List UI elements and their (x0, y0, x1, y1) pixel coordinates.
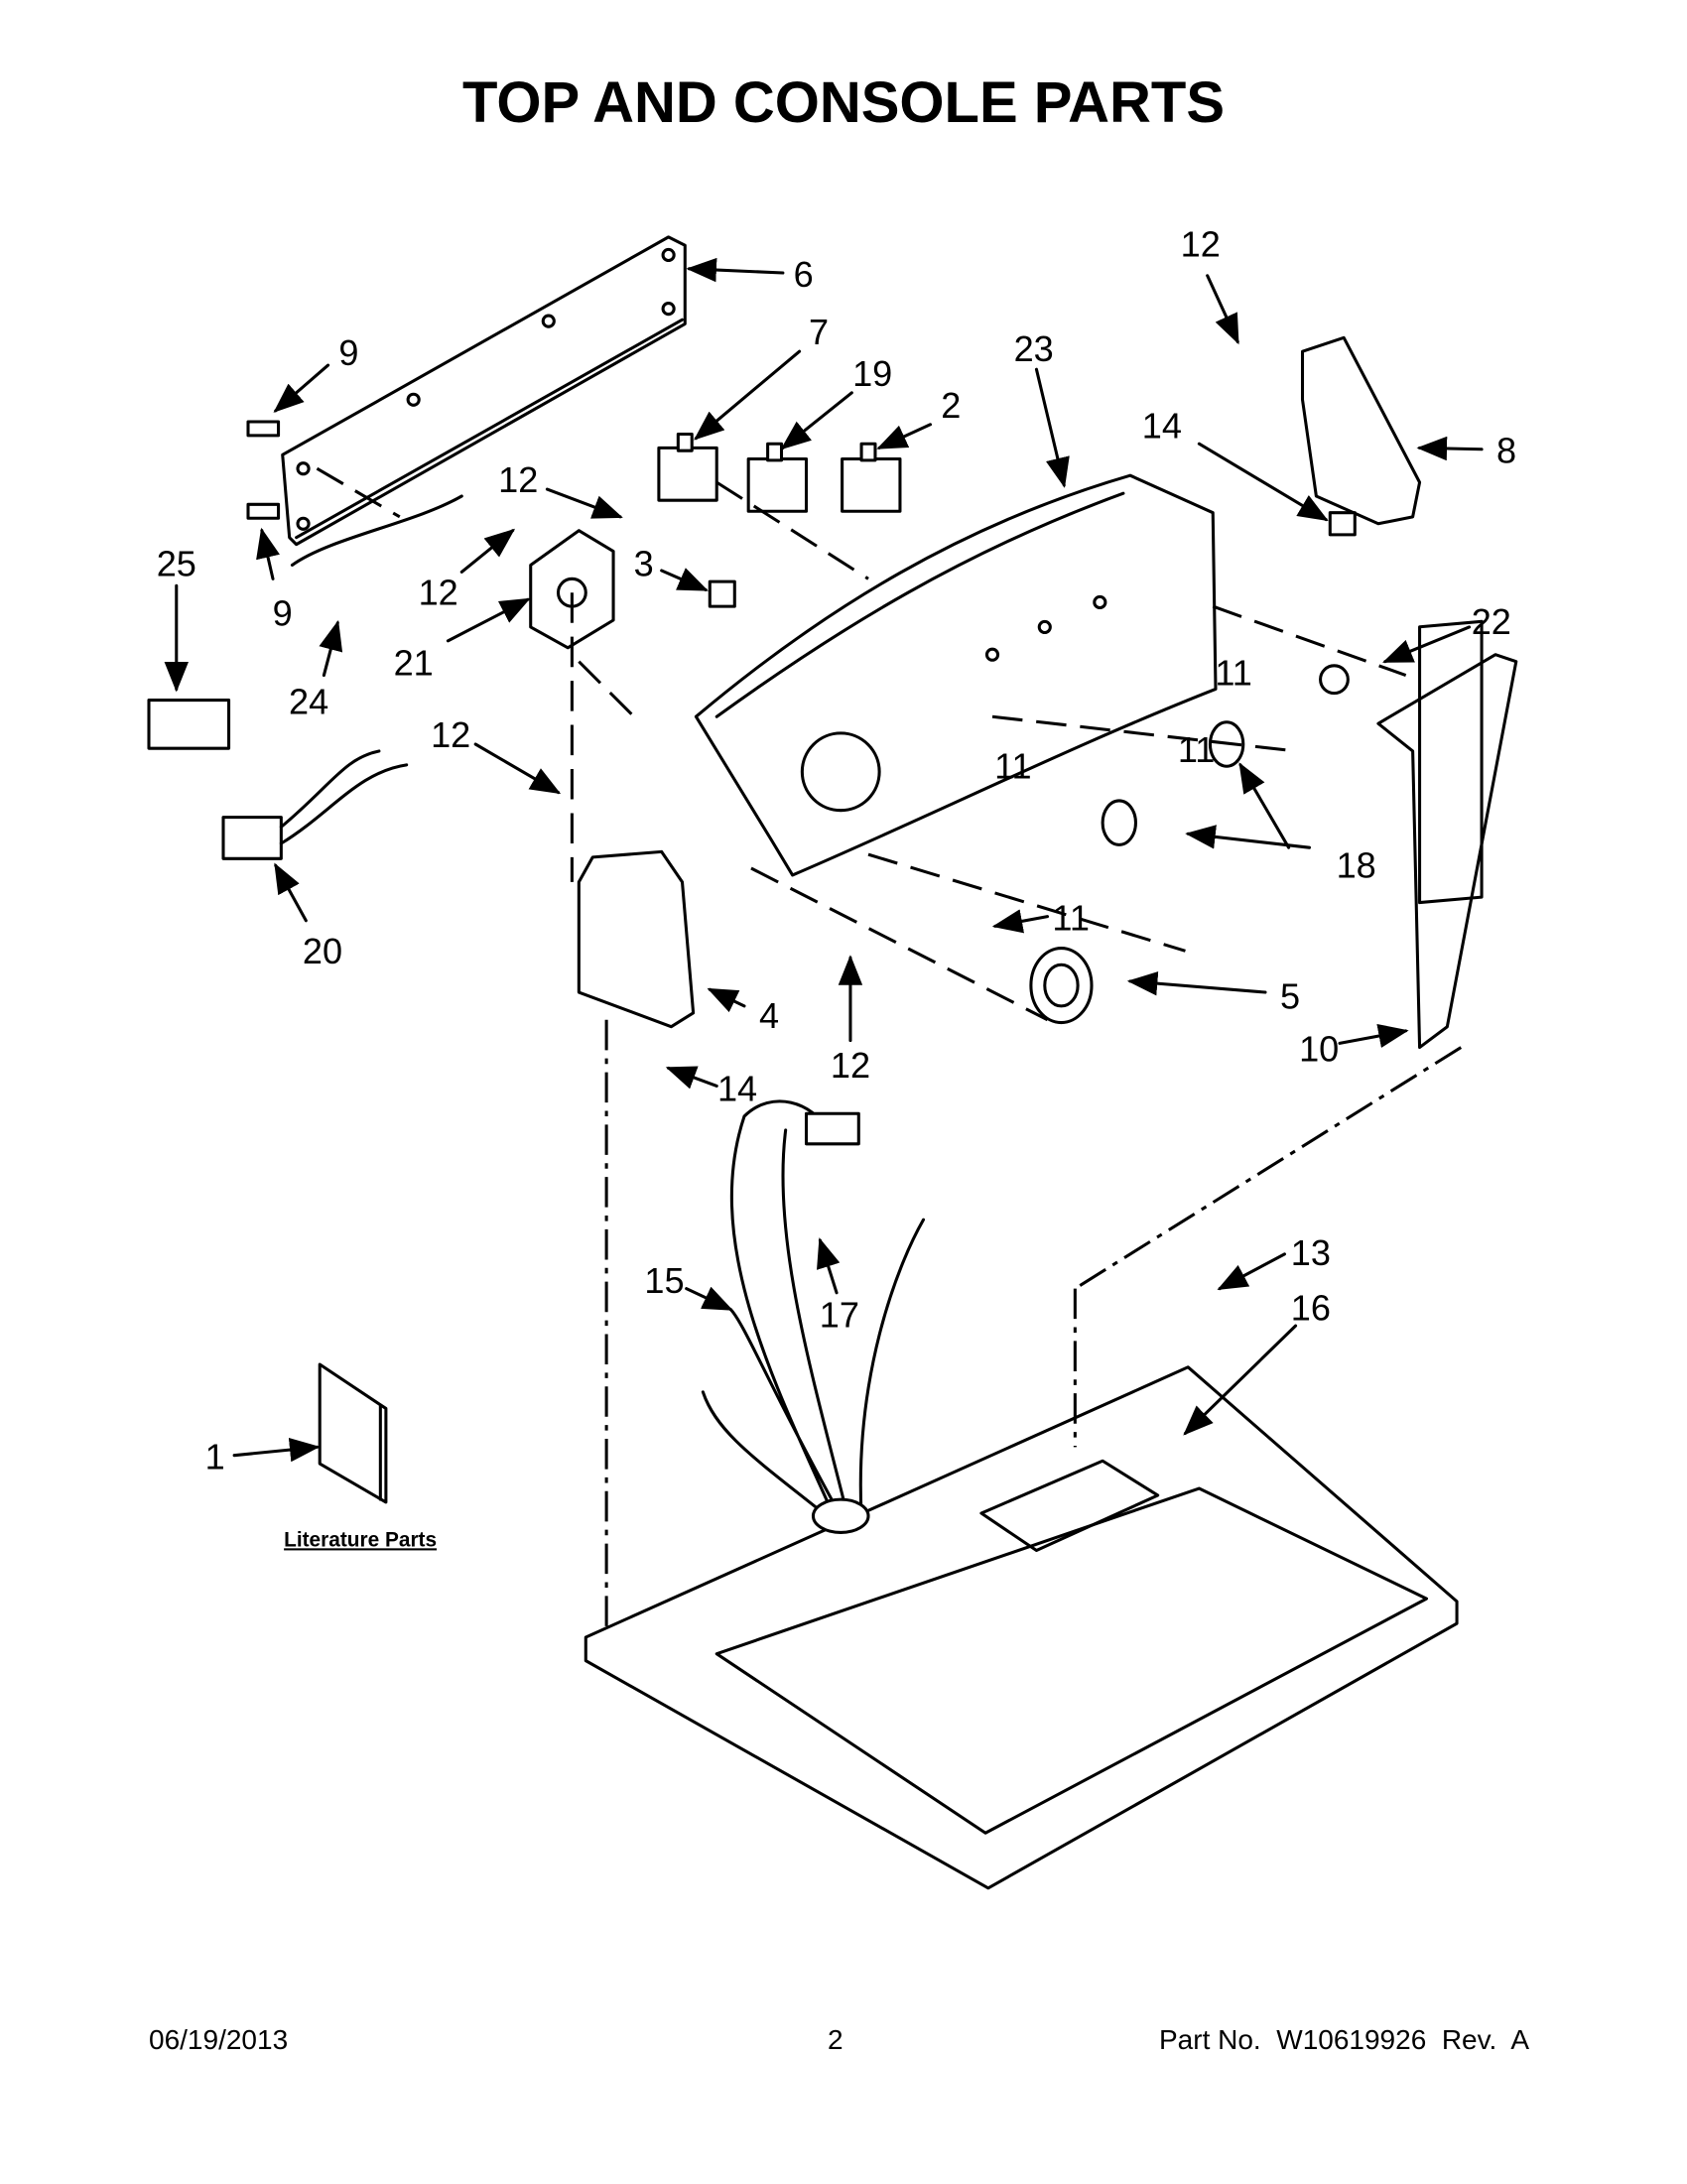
top-panel-part-16 (584, 1365, 1459, 1890)
callout-label: 11 (1052, 898, 1090, 939)
callout-label: 1 (205, 1437, 225, 1477)
main-harness-part-15 (701, 1099, 926, 1518)
callout-label: 2 (941, 385, 961, 426)
callout-label: 9 (338, 332, 358, 373)
callout-label: 11 (1178, 729, 1215, 770)
callout-label: 12 (498, 459, 538, 500)
assembly-lines (316, 466, 1463, 1626)
callout-label: 19 (852, 353, 892, 394)
callout-label: 4 (759, 995, 779, 1036)
switches-parts-7-19-2 (657, 432, 902, 513)
callout-label: 17 (820, 1295, 859, 1336)
clip-part-14 (1328, 511, 1357, 537)
footer-page-number: 2 (828, 2024, 844, 2055)
console-panel-part-23 (694, 473, 1218, 877)
wire-part-24 (290, 494, 463, 567)
lint-screen-part-10-22 (1319, 619, 1518, 1050)
timer-part-21 (529, 529, 615, 650)
callout-label: 12 (831, 1045, 870, 1086)
callout-label: 12 (431, 714, 470, 755)
callout-label: 23 (1014, 328, 1054, 369)
rear-panel-part-6 (281, 235, 687, 547)
callout-label: 12 (419, 573, 458, 613)
harness-part-20 (221, 749, 409, 860)
callout-label: 24 (289, 681, 328, 721)
callout-label: 9 (273, 593, 293, 634)
callout-label: 21 (394, 643, 434, 684)
footer-part-number: Part No. W10619926 Rev. A (1159, 2024, 1530, 2055)
literature-parts-label: Literature Parts (284, 1528, 437, 1551)
callout-label: 16 (1291, 1288, 1331, 1329)
part-3 (708, 579, 736, 608)
callout-label: 3 (634, 544, 654, 584)
literature-part-1 (318, 1362, 388, 1504)
callout-label: 6 (794, 254, 814, 295)
callout-label: 5 (1280, 976, 1300, 1017)
callout-label: 22 (1472, 601, 1511, 642)
connector-part-25 (147, 699, 231, 750)
callout-label: 7 (809, 312, 829, 352)
callout-label: 11 (994, 746, 1031, 787)
callout-labels: 6997192231214825123122124221111111812201… (157, 223, 1516, 1477)
bracket-part-8 (1300, 335, 1422, 526)
callout-label: 18 (1337, 845, 1376, 886)
callout-label: 11 (1215, 652, 1251, 693)
callout-label: 13 (1291, 1232, 1331, 1273)
callout-label: 25 (157, 544, 196, 584)
footer-date: 06/19/2013 (149, 2024, 289, 2055)
callout-label: 14 (1142, 406, 1182, 447)
screw-part-9 (246, 420, 281, 520)
callout-label: 20 (303, 931, 342, 971)
callout-label: 12 (1181, 223, 1221, 264)
page-title: TOP AND CONSOLE PARTS (461, 70, 1226, 135)
callout-arrows (164, 257, 1484, 1463)
callout-label: 10 (1299, 1028, 1339, 1069)
end-cap-part-4 (577, 849, 696, 1029)
callout-label: 15 (644, 1260, 684, 1301)
callout-label: 14 (717, 1069, 757, 1109)
callout-label: 8 (1496, 431, 1516, 471)
